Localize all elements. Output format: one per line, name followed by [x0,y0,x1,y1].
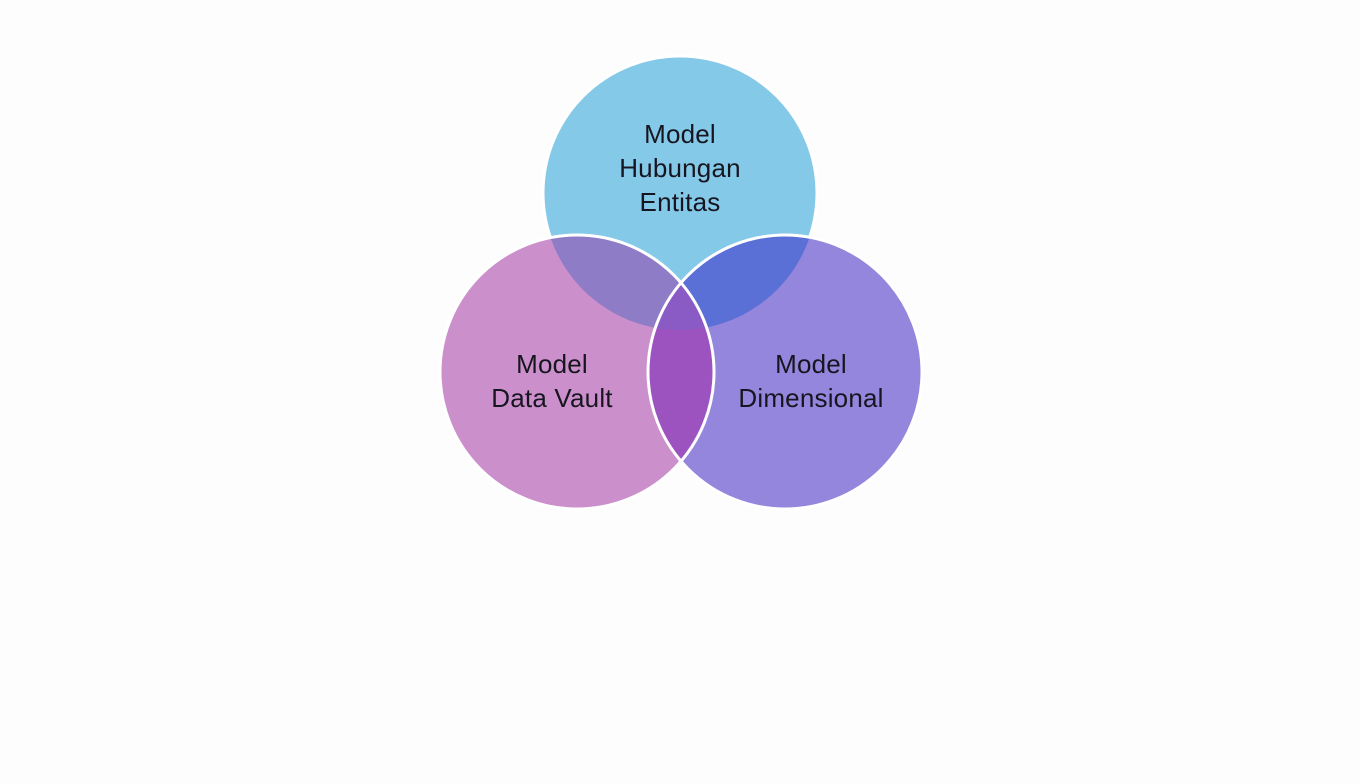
circle-model-dimensional-outline [646,233,924,511]
label-model-hubungan-entitas: Model Hubungan Entitas [619,117,741,219]
label-line: Hubungan [619,153,741,183]
label-line: Data Vault [491,383,613,413]
label-line: Model [775,349,847,379]
label-model-data-vault: Model Data Vault [491,347,612,415]
label-line: Model [516,349,588,379]
label-model-dimensional: Model Dimensional [738,347,883,415]
label-line: Model [644,119,716,149]
circle-model-data-vault-outline [438,233,716,511]
overlap-top-left-region [543,235,714,330]
label-line: Entitas [639,187,721,217]
label-line: Dimensional [738,383,884,413]
overlap-top-right-region [648,235,817,330]
